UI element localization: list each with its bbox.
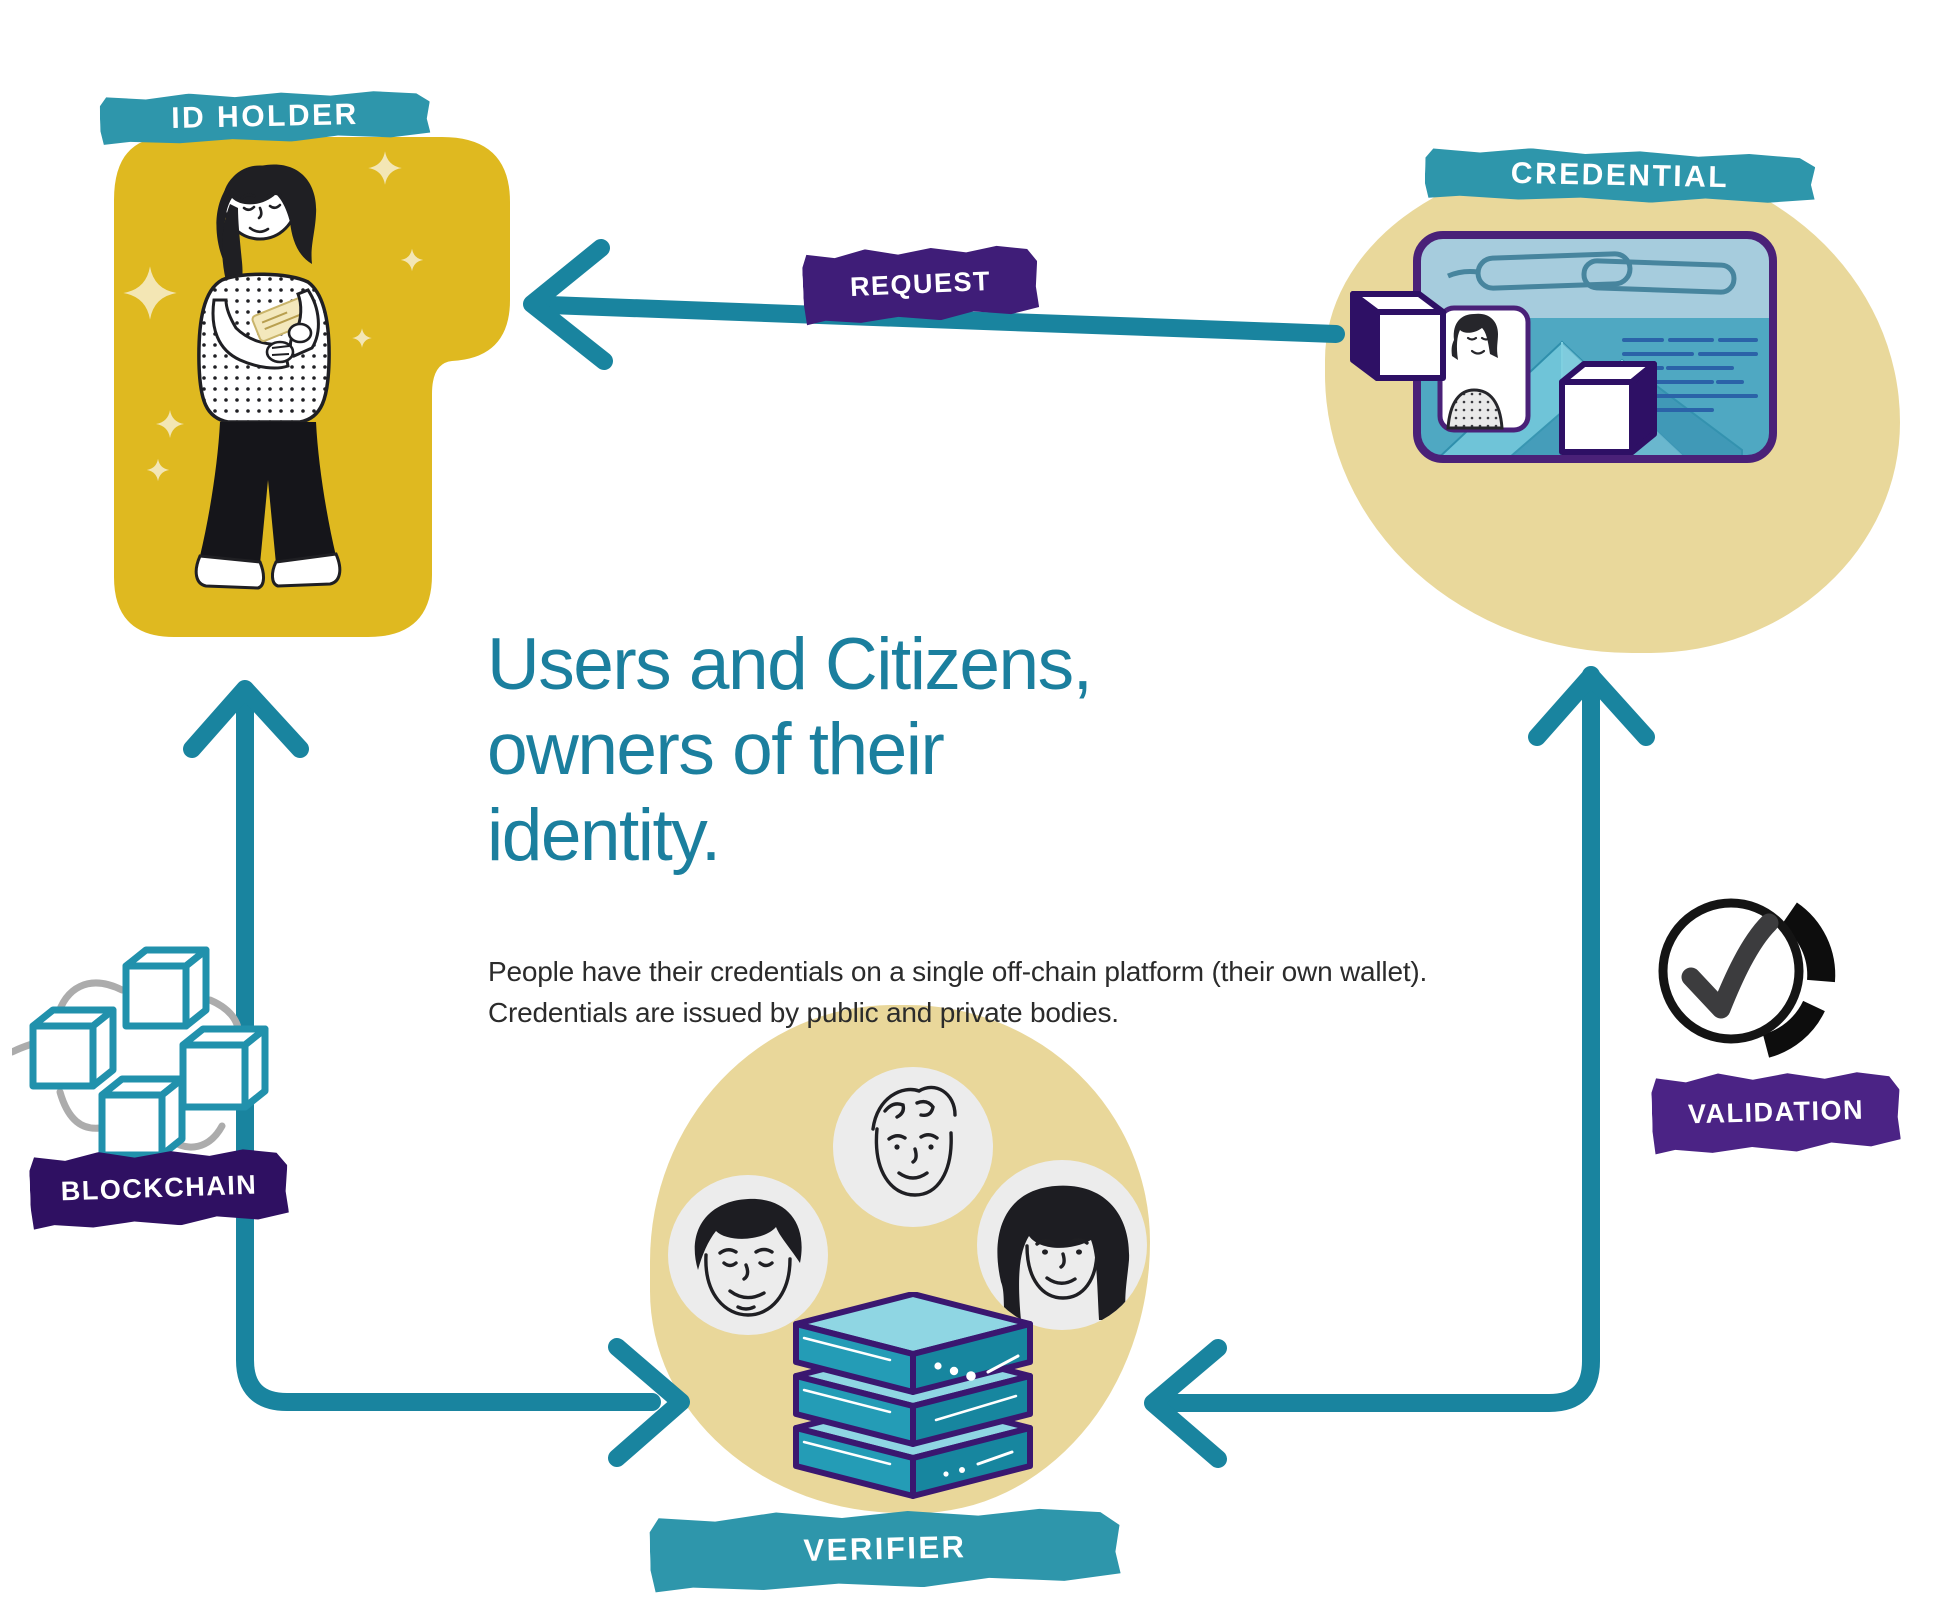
verifier-person-left [668, 1175, 828, 1335]
cube-left [29, 1006, 117, 1090]
headline: Users and Citizens, owners of their iden… [487, 624, 1093, 876]
credential-cube-icons [1350, 291, 1657, 455]
person-face-icon [997, 1185, 1130, 1320]
blockchain-l-arrow [236, 691, 661, 1411]
cube-right [179, 1025, 269, 1111]
id-holder-person-illustration [194, 164, 342, 590]
blockchain-label: BLOCKCHAIN [60, 1169, 258, 1206]
server-stack-icon [793, 1292, 1033, 1499]
person-face-icon [871, 1085, 957, 1197]
validation-l-arrow [1153, 666, 1600, 1412]
arrowhead-right-to-verifier [608, 1338, 690, 1467]
checkmark-icon [1658, 898, 1836, 1058]
description-text: People have their credentials on a singl… [488, 956, 1428, 1028]
card-photo [1437, 305, 1531, 433]
person-face-icon [694, 1198, 802, 1317]
arrowhead-left-to-verifier [1144, 1339, 1227, 1468]
credential-banner: CREDENTIAL [1425, 146, 1816, 205]
id-holder-label: ID HOLDER [170, 98, 360, 135]
arrowhead-up-to-credential [1528, 667, 1655, 746]
arrowhead-up-to-id-holder [183, 680, 309, 758]
verifier-label: VERIFIER [803, 1529, 967, 1568]
verifier-person-right [977, 1160, 1147, 1330]
verifier-person-middle [833, 1067, 993, 1227]
cube-top [122, 946, 210, 1030]
cube-bottom [98, 1075, 186, 1159]
sparkle-icons [123, 151, 424, 482]
credential-label: CREDENTIAL [1510, 156, 1730, 195]
validation-label: VALIDATION [1687, 1094, 1865, 1129]
validation-banner: VALIDATION [1651, 1069, 1901, 1155]
blockchain-cubes-icon [12, 946, 269, 1159]
request-label: REQUEST [849, 265, 992, 302]
request-arrowhead [523, 239, 613, 370]
